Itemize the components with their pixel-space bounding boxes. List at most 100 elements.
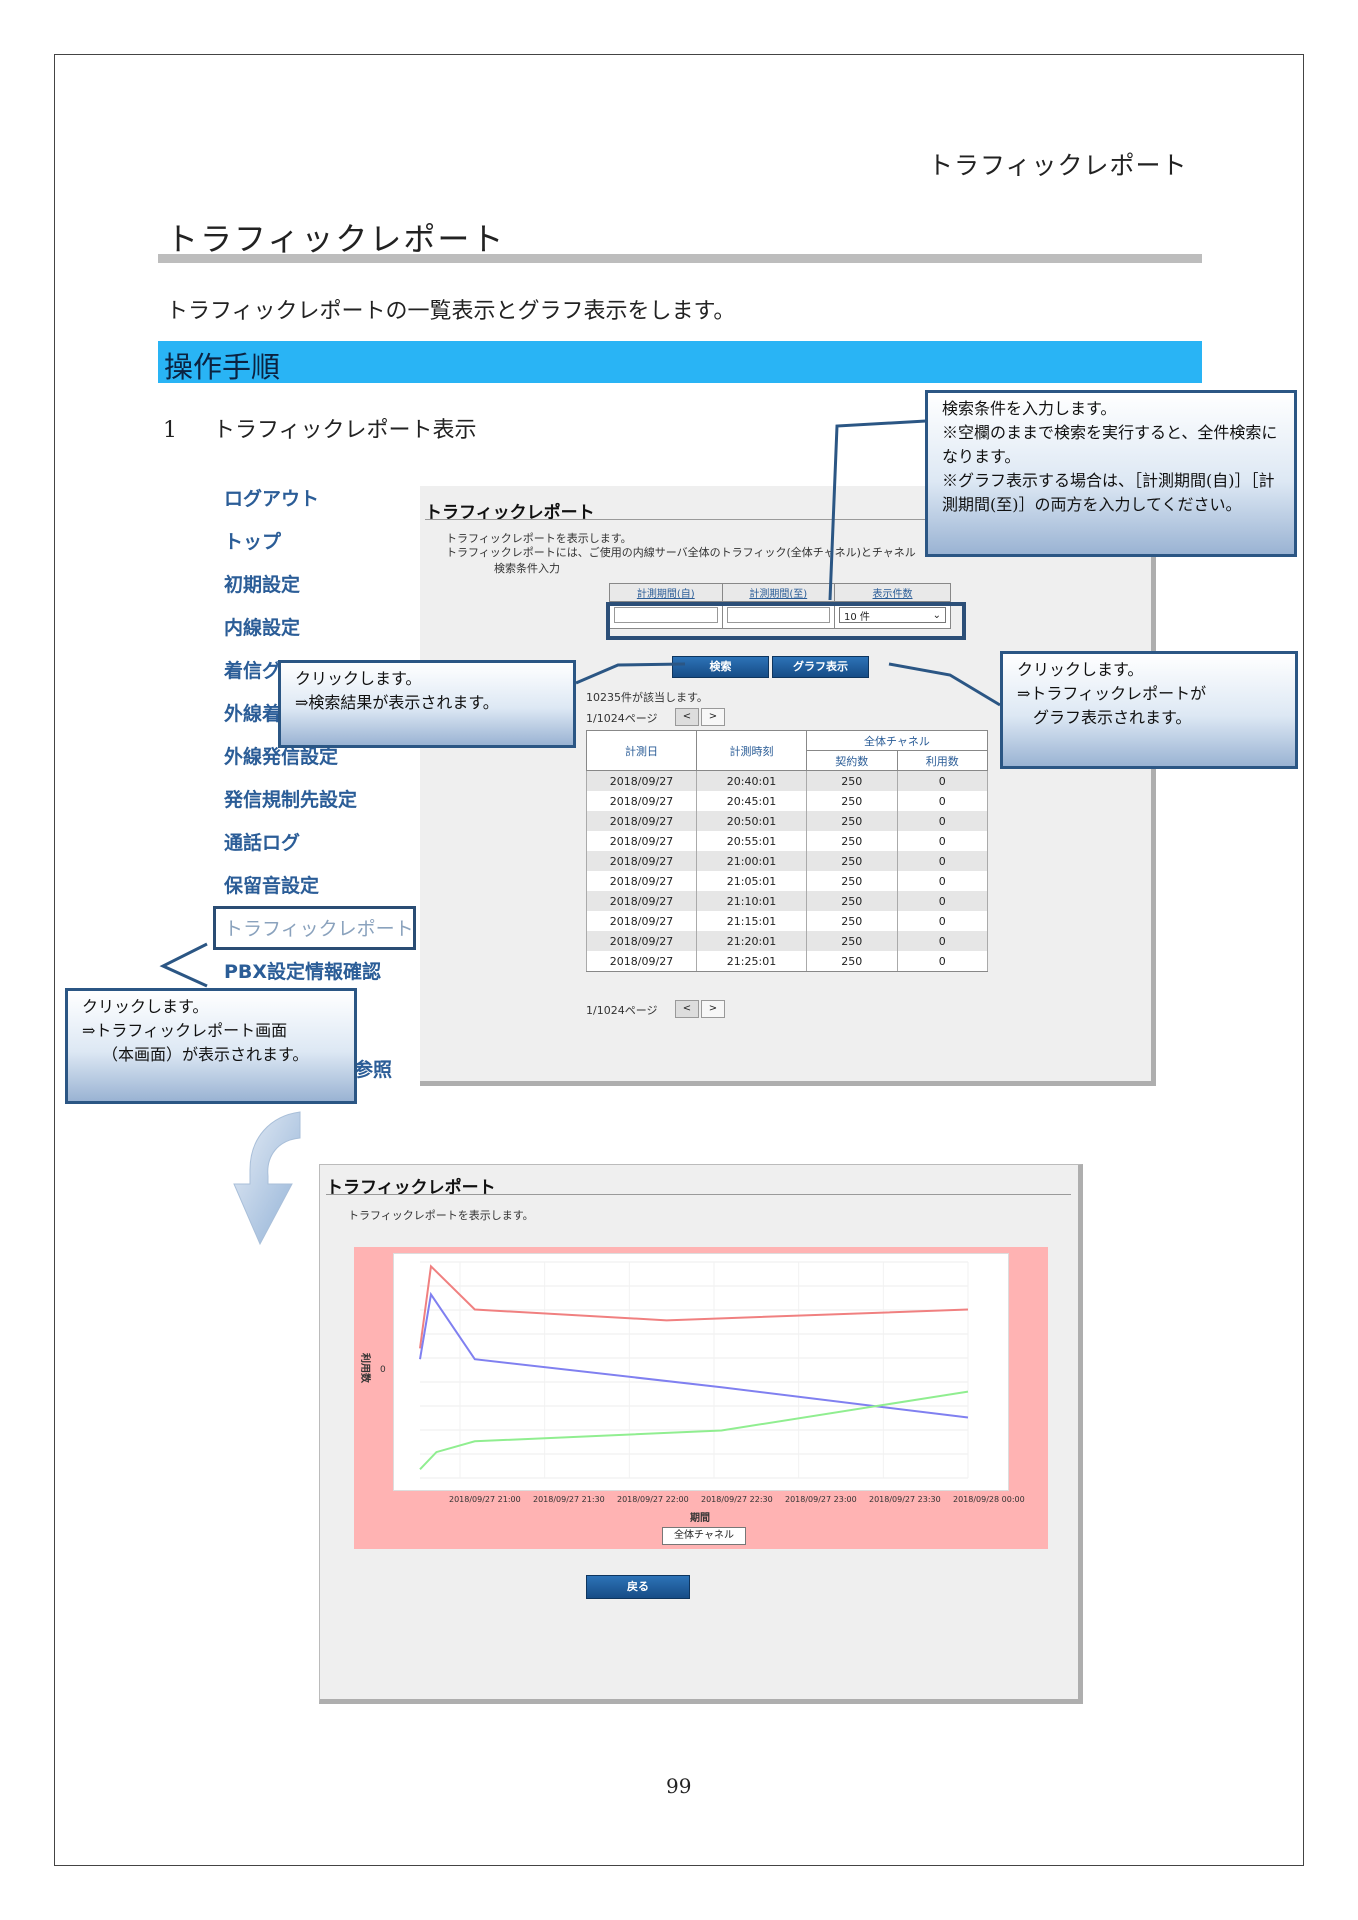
cell-contract: 250 (806, 831, 898, 851)
callout-search-click-line1: クリックします。 (295, 669, 422, 688)
callout-search-conditions: 検索条件を入力します。 ※空欄のままで検索を実行すると、全件検索になります。 ※… (925, 390, 1297, 557)
series-line-2 (419, 1390, 969, 1471)
y-tick-label: 0 (380, 1365, 386, 1375)
cell-contract: 250 (806, 851, 898, 871)
series-line-1 (419, 1291, 969, 1419)
col-usage: 利用数 (896, 750, 988, 771)
x-tick-label: 2018/09/27 23:00 (785, 1495, 857, 1504)
sidebar-item-call-restriction[interactable]: 発信規制先設定 (224, 789, 358, 811)
cell-usage: 0 (896, 770, 988, 791)
graph-button[interactable]: グラフ表示 (772, 656, 869, 678)
line-chart (419, 1261, 969, 1479)
back-button[interactable]: 戻る (586, 1575, 690, 1599)
search-button[interactable]: 検索 (672, 656, 769, 678)
pager-next-top[interactable]: > (701, 708, 725, 726)
col-time: 計測時刻 (696, 730, 807, 771)
x-tick-label: 2018/09/27 22:00 (617, 1495, 689, 1504)
callout-search-conditions-line3: ※グラフ表示する場合は、［計測期間(自)］［計測期間(至)］の両方を入力してくだ… (942, 471, 1275, 514)
sidebar-item-pbx-info[interactable]: PBX設定情報確認 (224, 961, 382, 983)
cell-usage: 0 (896, 891, 988, 911)
callout-graph-click-line3: グラフ表示されます。 (1017, 708, 1192, 727)
screen1-desc2: トラフィックレポートには、ご使用の内線サーバ全体のトラフィック(全体チャネル)と… (446, 546, 916, 559)
lead-text: トラフィックレポートの一覧表示とグラフ表示をします。 (166, 299, 736, 324)
callout-search-click-line2: ⇒検索結果が表示されます。 (295, 693, 499, 712)
series-line-0 (419, 1264, 969, 1349)
period-to-input[interactable] (726, 607, 831, 623)
screen2-desc: トラフィックレポートを表示します。 (348, 1209, 534, 1222)
cell-contract: 250 (806, 911, 898, 931)
cell-contract: 250 (806, 770, 898, 791)
period-from-input[interactable] (614, 607, 718, 623)
callout-menu-click: クリックします。 ⇒トラフィックレポート画面 （本画面）が表示されます。 (65, 988, 357, 1104)
sidebar-item-outside-outgoing[interactable]: 外線発信設定 (224, 746, 339, 768)
curved-arrow-icon (233, 1111, 301, 1246)
sidebar-item-top[interactable]: トップ (224, 531, 282, 553)
sidebar-item-extension-settings[interactable]: 内線設定 (224, 617, 301, 639)
cell-time: 20:50:01 (696, 811, 807, 831)
running-header: トラフィックレポート (928, 151, 1188, 180)
cell-date: 2018/09/27 (586, 811, 697, 831)
cell-contract: 250 (806, 791, 898, 811)
chevron-down-icon: ⌄ (932, 609, 941, 621)
title-rule (158, 254, 1202, 263)
y-axis-label: 利用数 (359, 1353, 370, 1383)
cell-date: 2018/09/27 (586, 931, 697, 951)
cell-date: 2018/09/27 (586, 770, 697, 791)
cell-usage: 0 (896, 911, 988, 931)
cond-header-to: 計測期間(至) (721, 583, 836, 602)
cell-usage: 0 (896, 831, 988, 851)
col-group: 全体チャネル (806, 730, 988, 751)
pager-prev-top[interactable]: < (675, 708, 699, 726)
cond-label: 検索条件入力 (494, 562, 560, 575)
sidebar-item-hold-music[interactable]: 保留音設定 (224, 875, 320, 897)
section-band-label: 操作手順 (164, 350, 281, 384)
report-main-panel: トラフィックレポート トラフィックレポートを表示します。 トラフィックレポートに… (420, 486, 1156, 1086)
cell-time: 20:55:01 (696, 831, 807, 851)
cell-time: 21:25:01 (696, 951, 807, 972)
cell-time: 21:20:01 (696, 931, 807, 951)
cell-contract: 250 (806, 891, 898, 911)
callout-search-click: クリックします。 ⇒検索結果が表示されます。 (278, 660, 576, 748)
x-tick-label: 2018/09/28 00:00 (953, 1495, 1025, 1504)
screenshot-graph: トラフィックレポート トラフィックレポートを表示します。 利用数 0 2018/… (319, 1164, 1083, 1704)
callout-graph-click-line1: クリックします。 (1017, 660, 1144, 679)
sidebar-item-initial-settings[interactable]: 初期設定 (224, 574, 301, 596)
callout-search-conditions-line1: 検索条件を入力します。 (942, 399, 1117, 418)
sidebar-item-call-log[interactable]: 通話ログ (224, 832, 301, 854)
sidebar-item-traffic-report[interactable]: トラフィックレポート (224, 918, 414, 940)
cell-usage: 0 (896, 871, 988, 891)
x-tick-label: 2018/09/27 23:30 (869, 1495, 941, 1504)
step-text: トラフィックレポート表示 (213, 418, 477, 443)
pager-prev-bottom[interactable]: < (675, 1000, 699, 1018)
cell-date: 2018/09/27 (586, 831, 697, 851)
sidebar-item-incoming-group[interactable]: 着信グ (224, 660, 282, 682)
cell-time: 21:15:01 (696, 911, 807, 931)
pager-next-bottom[interactable]: > (701, 1000, 725, 1018)
callout-graph-click: クリックします。 ⇒トラフィックレポートが グラフ表示されます。 (1000, 651, 1298, 769)
cell-contract: 250 (806, 871, 898, 891)
sidebar-item-reference[interactable]: 参照 (354, 1059, 393, 1081)
callout-graph-click-line2: ⇒トラフィックレポートが (1017, 684, 1207, 703)
cell-usage: 0 (896, 951, 988, 972)
page-number: 99 (666, 1774, 692, 1798)
page-title: トラフィックレポート (166, 220, 506, 258)
legend-entry: 全体チャネル (674, 1530, 734, 1541)
cell-contract: 250 (806, 931, 898, 951)
sidebar-item-outside-incoming[interactable]: 外線着 (224, 703, 282, 725)
cell-date: 2018/09/27 (586, 851, 697, 871)
cell-time: 21:00:01 (696, 851, 807, 871)
callout-search-conditions-line2: ※空欄のままで検索を実行すると、全件検索になります。 (942, 423, 1278, 466)
count-select[interactable]: 10 件⌄ (839, 607, 946, 623)
chart-legend: 全体チャネル (662, 1527, 746, 1545)
cell-time: 20:45:01 (696, 791, 807, 811)
sidebar-item-logout[interactable]: ログアウト (224, 488, 320, 510)
